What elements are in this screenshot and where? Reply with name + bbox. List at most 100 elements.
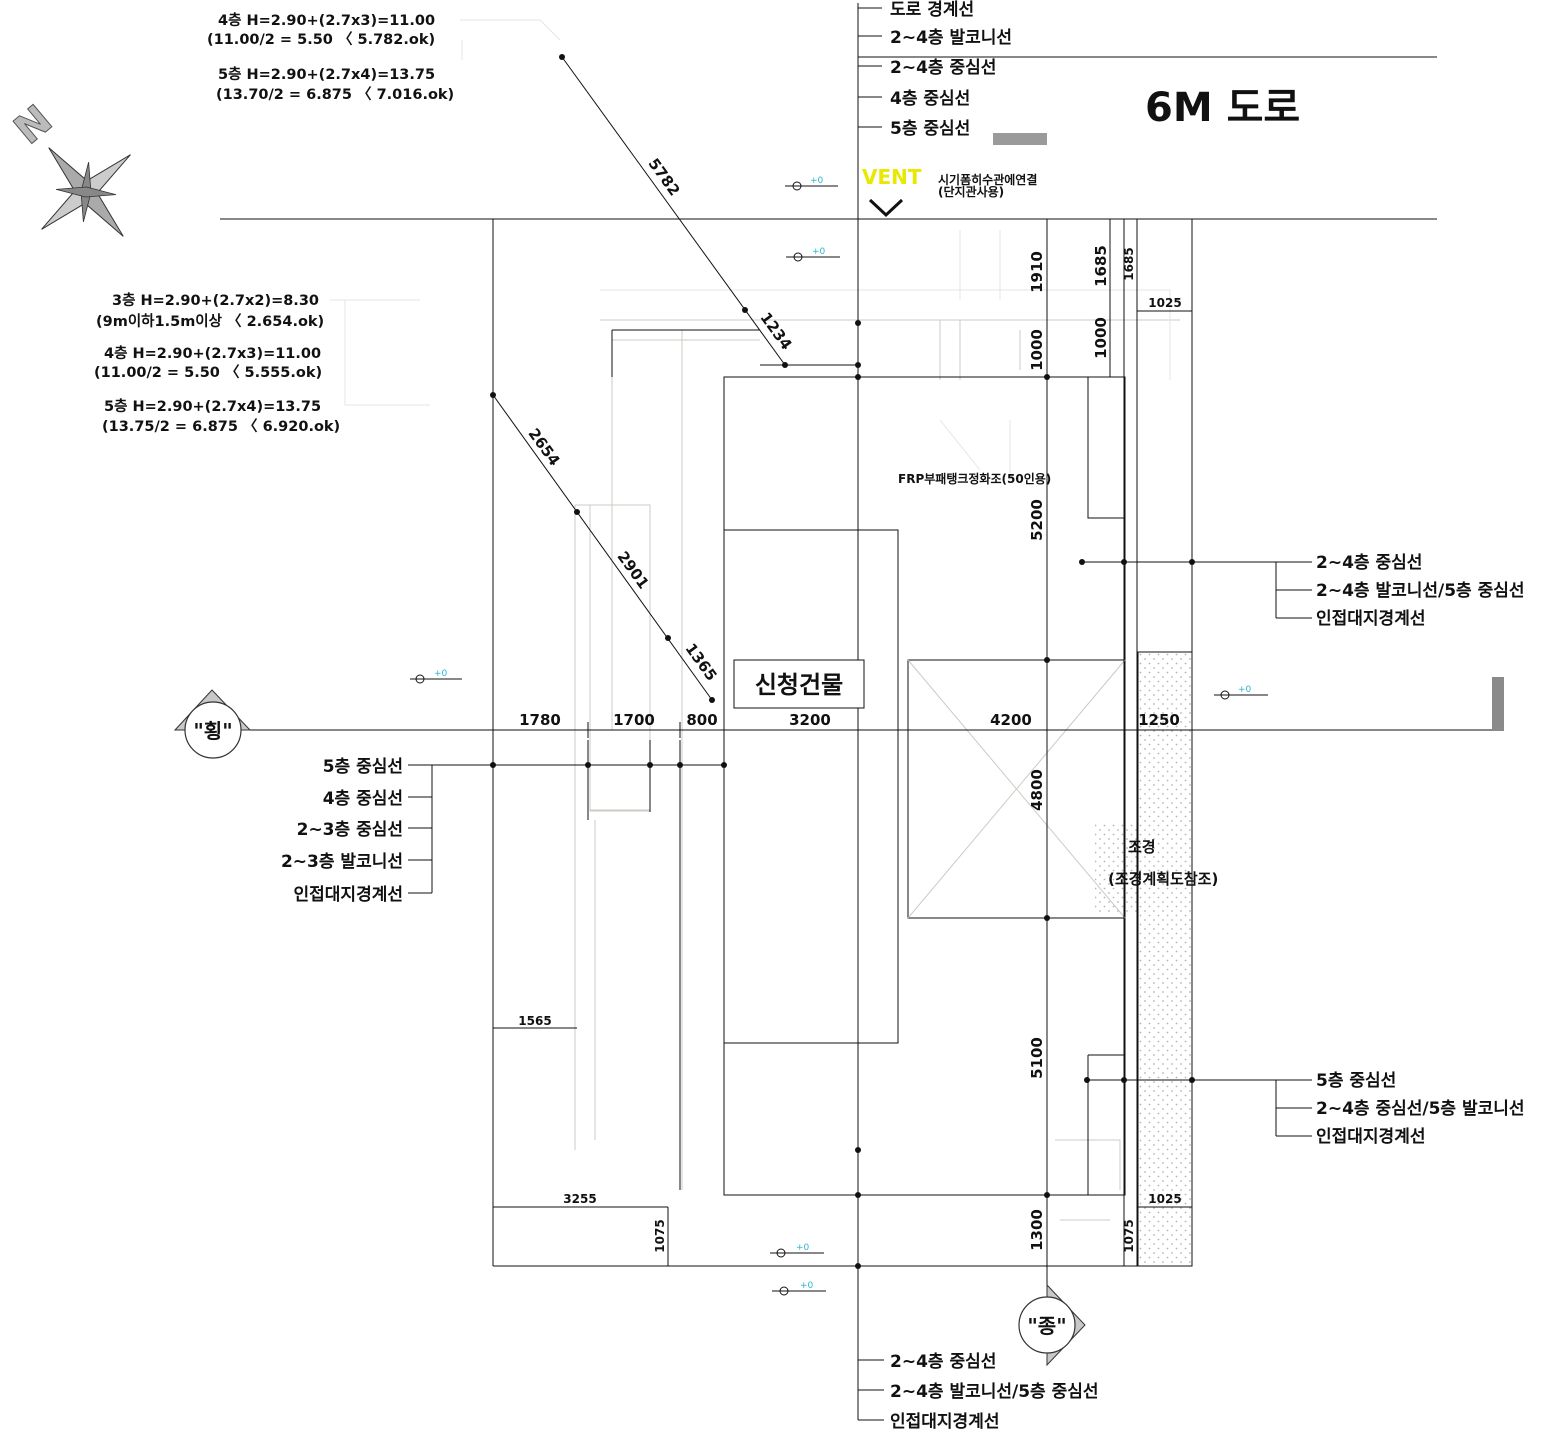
svg-text:+0: +0 bbox=[800, 1281, 814, 1291]
svg-text:1700: 1700 bbox=[613, 711, 655, 729]
svg-text:1234: 1234 bbox=[756, 309, 795, 353]
setback-left-lines bbox=[410, 740, 727, 1190]
legend-right-2: 5층 중심선 2~4층 중심선/5층 발코니선 인접대지경계선 bbox=[1316, 1071, 1525, 1147]
vent-note-1: 시기폼히수관에연결 bbox=[938, 172, 1037, 187]
svg-text:800: 800 bbox=[686, 711, 717, 729]
svg-text:3층 H=2.90+(2.7x2)=8.30: 3층 H=2.90+(2.7x2)=8.30 bbox=[112, 292, 319, 309]
mark-horizontal-text: "횡" bbox=[193, 719, 232, 743]
svg-text:+0: +0 bbox=[810, 176, 824, 186]
vent-label: VENT bbox=[862, 165, 922, 189]
landscape-hatch-extra bbox=[1095, 822, 1138, 912]
svg-text:+0: +0 bbox=[796, 1243, 810, 1253]
svg-text:+0: +0 bbox=[812, 247, 826, 257]
svg-text:5층 중심선: 5층 중심선 bbox=[890, 119, 970, 139]
setback-top-dots bbox=[760, 320, 1050, 380]
svg-text:인접대지경계선: 인접대지경계선 bbox=[890, 1412, 999, 1432]
dims-horizontal: 1780 1700 800 3200 4200 1250 bbox=[519, 711, 1180, 729]
svg-text:5782: 5782 bbox=[644, 155, 683, 199]
svg-text:4층 중심선: 4층 중심선 bbox=[323, 789, 403, 809]
svg-text:3200: 3200 bbox=[789, 711, 831, 729]
small-dim-lines bbox=[493, 219, 1192, 1266]
svg-text:2~4층 중심선: 2~4층 중심선 bbox=[1316, 553, 1422, 573]
landscape-note: (조경계획도참조) bbox=[1108, 870, 1218, 888]
marker-2: +0 bbox=[786, 247, 840, 262]
building-label: 신청건물 bbox=[755, 671, 843, 699]
svg-text:(11.00/2 = 5.50 〈 5.555.ok): (11.00/2 = 5.50 〈 5.555.ok) bbox=[94, 364, 322, 381]
dims-small: 1025 1565 3255 1025 bbox=[518, 296, 1181, 1206]
diagonal-lines bbox=[490, 54, 788, 703]
svg-text:(13.70/2 = 6.875 〈 7.016.ok): (13.70/2 = 6.875 〈 7.016.ok) bbox=[216, 86, 454, 103]
svg-text:+0: +0 bbox=[434, 669, 448, 679]
svg-text:5층 H=2.90+(2.7x4)=13.75: 5층 H=2.90+(2.7x4)=13.75 bbox=[218, 66, 435, 83]
marker-3: +0 bbox=[410, 669, 462, 684]
site-boundary bbox=[492, 219, 1193, 1267]
svg-text:5100: 5100 bbox=[1028, 1037, 1046, 1079]
svg-text:1365: 1365 bbox=[681, 640, 720, 684]
setback-bottom-dots bbox=[724, 1147, 1124, 1269]
legend-bottom: 2~4층 중심선 2~4층 발코니선/5층 중심선 인접대지경계선 bbox=[890, 1352, 1099, 1432]
svg-text:+0: +0 bbox=[1238, 685, 1252, 695]
dims-diagonal: 5782 1234 2654 2901 1365 bbox=[524, 155, 795, 684]
svg-text:1250: 1250 bbox=[1138, 711, 1180, 729]
svg-text:2~3층 발코니선: 2~3층 발코니선 bbox=[281, 852, 403, 872]
septic-note: FRP부패탱크정화조(50인용) bbox=[898, 471, 1051, 486]
svg-text:(9m이하1.5m이상 〈 2.654.ok): (9m이하1.5m이상 〈 2.654.ok) bbox=[96, 313, 324, 330]
svg-text:2~4층 중심선: 2~4층 중심선 bbox=[890, 58, 996, 78]
svg-text:2~4층 중심선/5층 발코니선: 2~4층 중심선/5층 발코니선 bbox=[1316, 1099, 1525, 1119]
svg-text:5층 중심선: 5층 중심선 bbox=[1316, 1071, 1396, 1091]
dim-ticks-horizontal bbox=[587, 722, 1193, 738]
svg-text:2~4층 중심선: 2~4층 중심선 bbox=[890, 1352, 996, 1372]
svg-text:1780: 1780 bbox=[519, 711, 561, 729]
legend-top: 도로 경계선 2~4층 발코니선 2~4층 중심선 4층 중심선 5층 중심선 bbox=[890, 0, 1012, 139]
setback-right-lines bbox=[1044, 559, 1300, 1198]
svg-text:5200: 5200 bbox=[1028, 499, 1046, 541]
svg-text:4층 H=2.90+(2.7x3)=11.00: 4층 H=2.90+(2.7x3)=11.00 bbox=[218, 12, 435, 29]
north-label: N bbox=[6, 97, 61, 154]
svg-text:3255: 3255 bbox=[563, 1192, 596, 1206]
svg-text:1075: 1075 bbox=[1122, 1219, 1136, 1252]
svg-text:1000: 1000 bbox=[1028, 329, 1046, 371]
legend-leaders bbox=[408, 7, 1312, 1421]
svg-text:5층 중심선: 5층 중심선 bbox=[323, 757, 403, 777]
svg-text:2~3층 중심선: 2~3층 중심선 bbox=[297, 820, 403, 840]
axis-end-marker bbox=[1492, 677, 1504, 731]
svg-text:1075: 1075 bbox=[653, 1219, 667, 1252]
svg-text:2~4층 발코니선/5층 중심선: 2~4층 발코니선/5층 중심선 bbox=[1316, 581, 1525, 601]
road-marker-bar bbox=[993, 133, 1047, 145]
level-markers: +0 +0 +0 +0 +0 +0 bbox=[410, 176, 1268, 1296]
notes-top: 4층 H=2.90+(2.7x3)=11.00 (11.00/2 = 5.50 … bbox=[207, 12, 454, 103]
svg-text:1910: 1910 bbox=[1028, 251, 1046, 293]
svg-text:4200: 4200 bbox=[990, 711, 1032, 729]
marker-4: +0 bbox=[1214, 685, 1268, 700]
svg-text:인접대지경계선: 인접대지경계선 bbox=[1316, 609, 1425, 629]
svg-text:(13.75/2 = 6.875 〈 6.920.ok): (13.75/2 = 6.875 〈 6.920.ok) bbox=[102, 418, 340, 435]
svg-text:1685: 1685 bbox=[1092, 245, 1110, 287]
road-title: 6M 도로 bbox=[1145, 85, 1300, 131]
notes-left: 3층 H=2.90+(2.7x2)=8.30 (9m이하1.5m이상 〈 2.6… bbox=[94, 292, 340, 435]
marker-1: +0 bbox=[785, 176, 838, 191]
svg-text:도로 경계선: 도로 경계선 bbox=[890, 0, 974, 20]
svg-text:1565: 1565 bbox=[518, 1014, 551, 1028]
svg-text:1025: 1025 bbox=[1148, 296, 1181, 310]
north-arrow-icon: N bbox=[5, 96, 131, 237]
svg-text:1685: 1685 bbox=[1122, 247, 1136, 280]
svg-text:5층 H=2.90+(2.7x4)=13.75: 5층 H=2.90+(2.7x4)=13.75 bbox=[104, 398, 321, 415]
svg-text:4층 H=2.90+(2.7x3)=11.00: 4층 H=2.90+(2.7x3)=11.00 bbox=[104, 345, 321, 362]
legend-right-1: 2~4층 중심선 2~4층 발코니선/5층 중심선 인접대지경계선 bbox=[1316, 553, 1525, 629]
svg-text:2~4층 발코니선/5층 중심선: 2~4층 발코니선/5층 중심선 bbox=[890, 1382, 1099, 1402]
svg-text:4800: 4800 bbox=[1028, 769, 1046, 811]
svg-text:2901: 2901 bbox=[613, 548, 652, 592]
svg-text:4층 중심선: 4층 중심선 bbox=[890, 89, 970, 109]
svg-text:1025: 1025 bbox=[1148, 1192, 1181, 1206]
svg-text:인접대지경계선: 인접대지경계선 bbox=[294, 885, 403, 905]
svg-text:1300: 1300 bbox=[1028, 1209, 1046, 1251]
faint-background-lines bbox=[330, 19, 1180, 1221]
legend-left: 5층 중심선 4층 중심선 2~3층 중심선 2~3층 발코니선 인접대지경계선 bbox=[281, 757, 403, 905]
svg-text:1000: 1000 bbox=[1092, 317, 1110, 359]
svg-text:(11.00/2 = 5.50 〈 5.782.ok): (11.00/2 = 5.50 〈 5.782.ok) bbox=[207, 31, 435, 48]
vent-arrow-icon bbox=[868, 198, 904, 218]
mark-vertical-text: "종" bbox=[1027, 1314, 1066, 1338]
svg-text:2~4층 발코니선: 2~4층 발코니선 bbox=[890, 28, 1012, 48]
vent-note-2: (단지관사용) bbox=[938, 184, 1004, 199]
